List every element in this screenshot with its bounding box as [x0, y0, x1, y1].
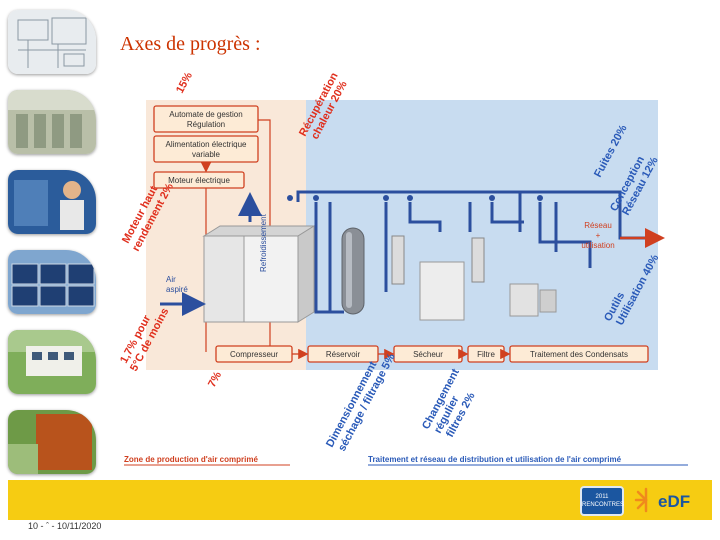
thumbnail-technician-machine [8, 170, 96, 234]
secheur-label: Sécheur [413, 350, 443, 359]
reservoir-tank [341, 227, 365, 315]
axis-regulation: 15% [174, 72, 195, 95]
rencontres-logo: 2011 RENCONTRES [580, 486, 624, 516]
automate-box: Automate de gestion Régulation [153, 105, 259, 133]
thumbnail-architecture-plan [8, 10, 96, 74]
rencontres-label: RENCONTRES [582, 502, 625, 508]
filtre-unit [471, 237, 485, 283]
alimentation-box: Alimentation électrique variable [153, 135, 259, 163]
filtre-box: Filtre [467, 345, 505, 363]
compresseur-box: Compresseur [215, 345, 293, 363]
condensats-box: Traitement des Condensats [509, 345, 649, 363]
moteur-box: Moteur électrique [153, 171, 245, 189]
alimentation-line-2: variable [192, 150, 221, 159]
thumbnail-building-facade [8, 90, 96, 154]
edf-logo: eDF [634, 486, 706, 514]
rencontres-year: 2011 [595, 494, 609, 500]
refroidissement-label: Refroidissement [259, 213, 268, 272]
air-aspire-line-1: Air [166, 275, 176, 284]
condensats-label: Traitement des Condensats [530, 350, 628, 359]
thumbnail-modern-building [8, 330, 96, 394]
compresseur-label: Compresseur [230, 350, 278, 359]
condensat-unit [509, 283, 557, 317]
secheur-unit [391, 235, 465, 321]
distribution-zone [306, 100, 658, 370]
thumbnail-wooden-building [8, 410, 96, 474]
automate-line-1: Automate de gestion [169, 110, 242, 119]
automate-line-2: Régulation [187, 120, 225, 129]
alimentation-line-1: Alimentation électrique [166, 140, 247, 149]
slide-title: Axes de progrès : [120, 33, 261, 55]
filtre-label: Filtre [477, 350, 495, 359]
edf-wordmark: eDF [658, 492, 690, 511]
air-aspire-line-2: aspiré [166, 285, 188, 294]
footer-page-date: 10 - ˆ - 10/11/2020 [28, 521, 102, 531]
compressed-air-diagram: Automate de gestion Régulation Alimentat… [120, 72, 688, 466]
reseau-line-3: utilisation [581, 241, 614, 250]
moteur-label: Moteur électrique [168, 176, 230, 185]
reservoir-label: Réservoir [326, 350, 361, 359]
thumbnail-solar-panels [8, 250, 96, 314]
reservoir-box: Réservoir [307, 345, 379, 363]
reseau-line-2: + [596, 231, 601, 240]
axis-compresseur: 7% [206, 370, 224, 390]
zone-production-label: Zone de production d'air comprimé [124, 455, 258, 464]
secheur-box: Sécheur [393, 345, 463, 363]
compressor-machine [202, 225, 316, 323]
reseau-line-1: Réseau [584, 221, 612, 230]
zone-distribution-label: Traitement et réseau de distribution et … [368, 455, 622, 464]
